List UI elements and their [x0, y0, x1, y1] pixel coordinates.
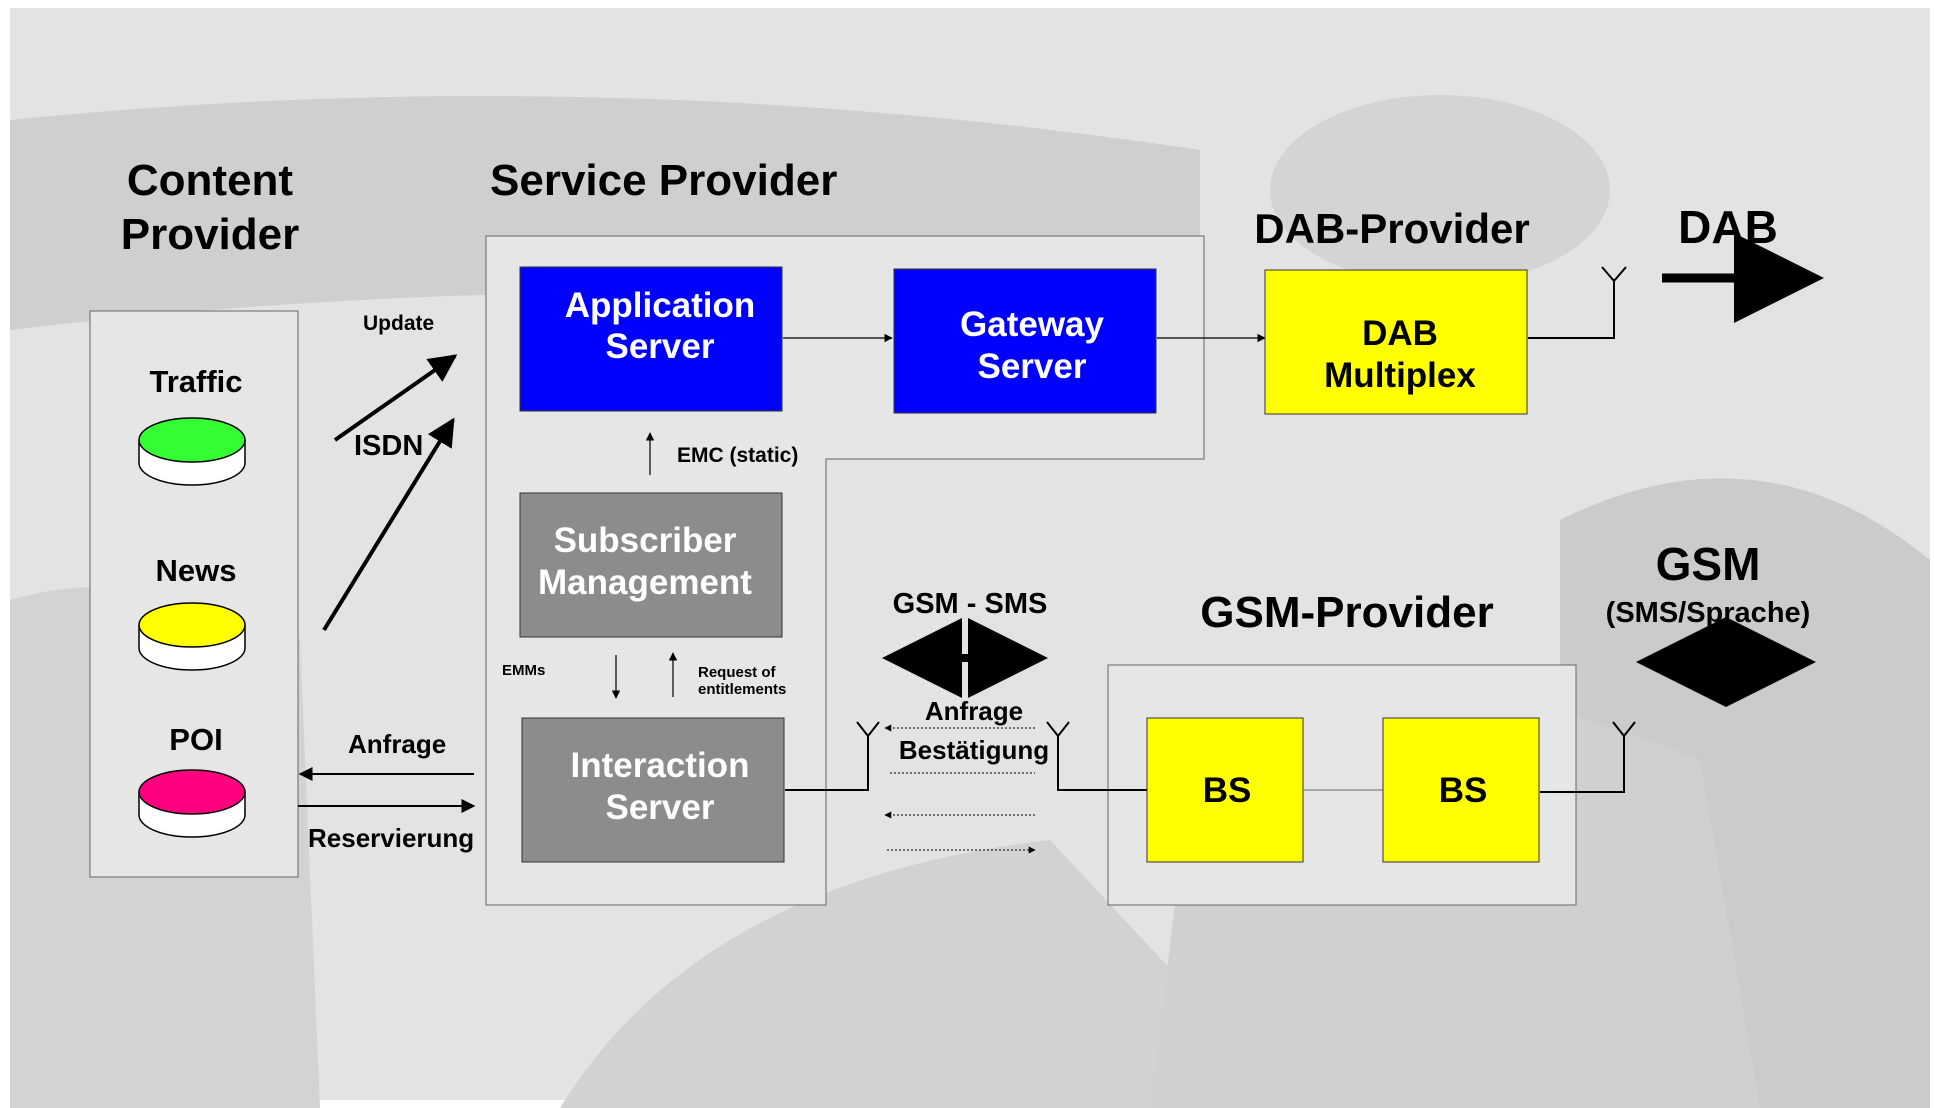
application-server-box: Application Server: [519, 266, 783, 412]
svg-text:Server: Server: [606, 788, 715, 827]
content-provider-title: Content: [127, 156, 294, 205]
svg-text:Interaction: Interaction: [571, 746, 750, 785]
content-provider-title-2: Provider: [121, 210, 300, 259]
dab-title: DAB: [1678, 201, 1778, 253]
svg-text:Server: Server: [978, 347, 1087, 386]
isdn-label: ISDN: [354, 430, 423, 462]
service-provider-title: Service Provider: [490, 156, 837, 205]
reservierung-label: Reservierung: [308, 823, 474, 853]
interaction-antenna-line: [785, 735, 869, 791]
update-label: Update: [363, 312, 434, 335]
dab-multiplex-box: DAB Multiplex: [1264, 269, 1528, 415]
svg-text:Multiplex: Multiplex: [1324, 356, 1476, 395]
bs-antenna-line-left: [1057, 735, 1147, 791]
bs-antenna-icon-left: [1046, 721, 1070, 738]
svg-text:Application: Application: [565, 286, 756, 325]
dab-antenna-icon: [1601, 266, 1627, 283]
bs-box-2: BS: [1382, 717, 1540, 863]
news-label: News: [156, 553, 237, 588]
svg-text:Gateway: Gateway: [960, 305, 1104, 344]
gsm-provider-title: GSM-Provider: [1200, 588, 1493, 637]
poi-label: POI: [169, 722, 222, 757]
request-label-1: Request of: [698, 664, 777, 681]
emms-label: EMMs: [502, 662, 545, 679]
anfrage-label-mid: Anfrage: [925, 696, 1023, 726]
svg-text:DAB: DAB: [1362, 314, 1438, 353]
bs-antenna-line-right: [1540, 735, 1625, 793]
traffic-label: Traffic: [149, 364, 242, 399]
traffic-database-icon: [138, 417, 246, 486]
poi-database-icon: [138, 769, 246, 838]
dab-antenna-line: [1528, 279, 1615, 339]
emc-static-label: EMC (static): [677, 444, 798, 467]
bs-box-1: BS: [1146, 717, 1304, 863]
svg-text:BS: BS: [1439, 771, 1488, 810]
gsm-title: GSM: [1656, 538, 1761, 590]
bestaetigung-label: Bestätigung: [899, 735, 1049, 765]
svg-text:Subscriber: Subscriber: [554, 521, 737, 560]
request-label-2: entitlements: [698, 681, 786, 698]
update-arrow: [333, 354, 458, 442]
gsm-sms-label: GSM - SMS: [893, 588, 1048, 620]
interaction-server-box: Interaction Server: [521, 717, 785, 863]
gateway-server-box: Gateway Server: [893, 268, 1157, 414]
svg-text:Management: Management: [538, 563, 752, 602]
anfrage-label-left: Anfrage: [348, 729, 446, 759]
interaction-antenna-icon: [856, 721, 880, 738]
news-database-icon: [138, 602, 246, 671]
dab-provider-title: DAB-Provider: [1254, 205, 1529, 252]
gsm-subtitle: (SMS/Sprache): [1606, 597, 1811, 629]
bs-antenna-icon-right: [1612, 721, 1636, 738]
isdn-arrow: [322, 417, 455, 632]
svg-text:Server: Server: [606, 327, 715, 366]
subscriber-management-box: Subscriber Management: [519, 492, 783, 638]
svg-text:BS: BS: [1203, 771, 1252, 810]
